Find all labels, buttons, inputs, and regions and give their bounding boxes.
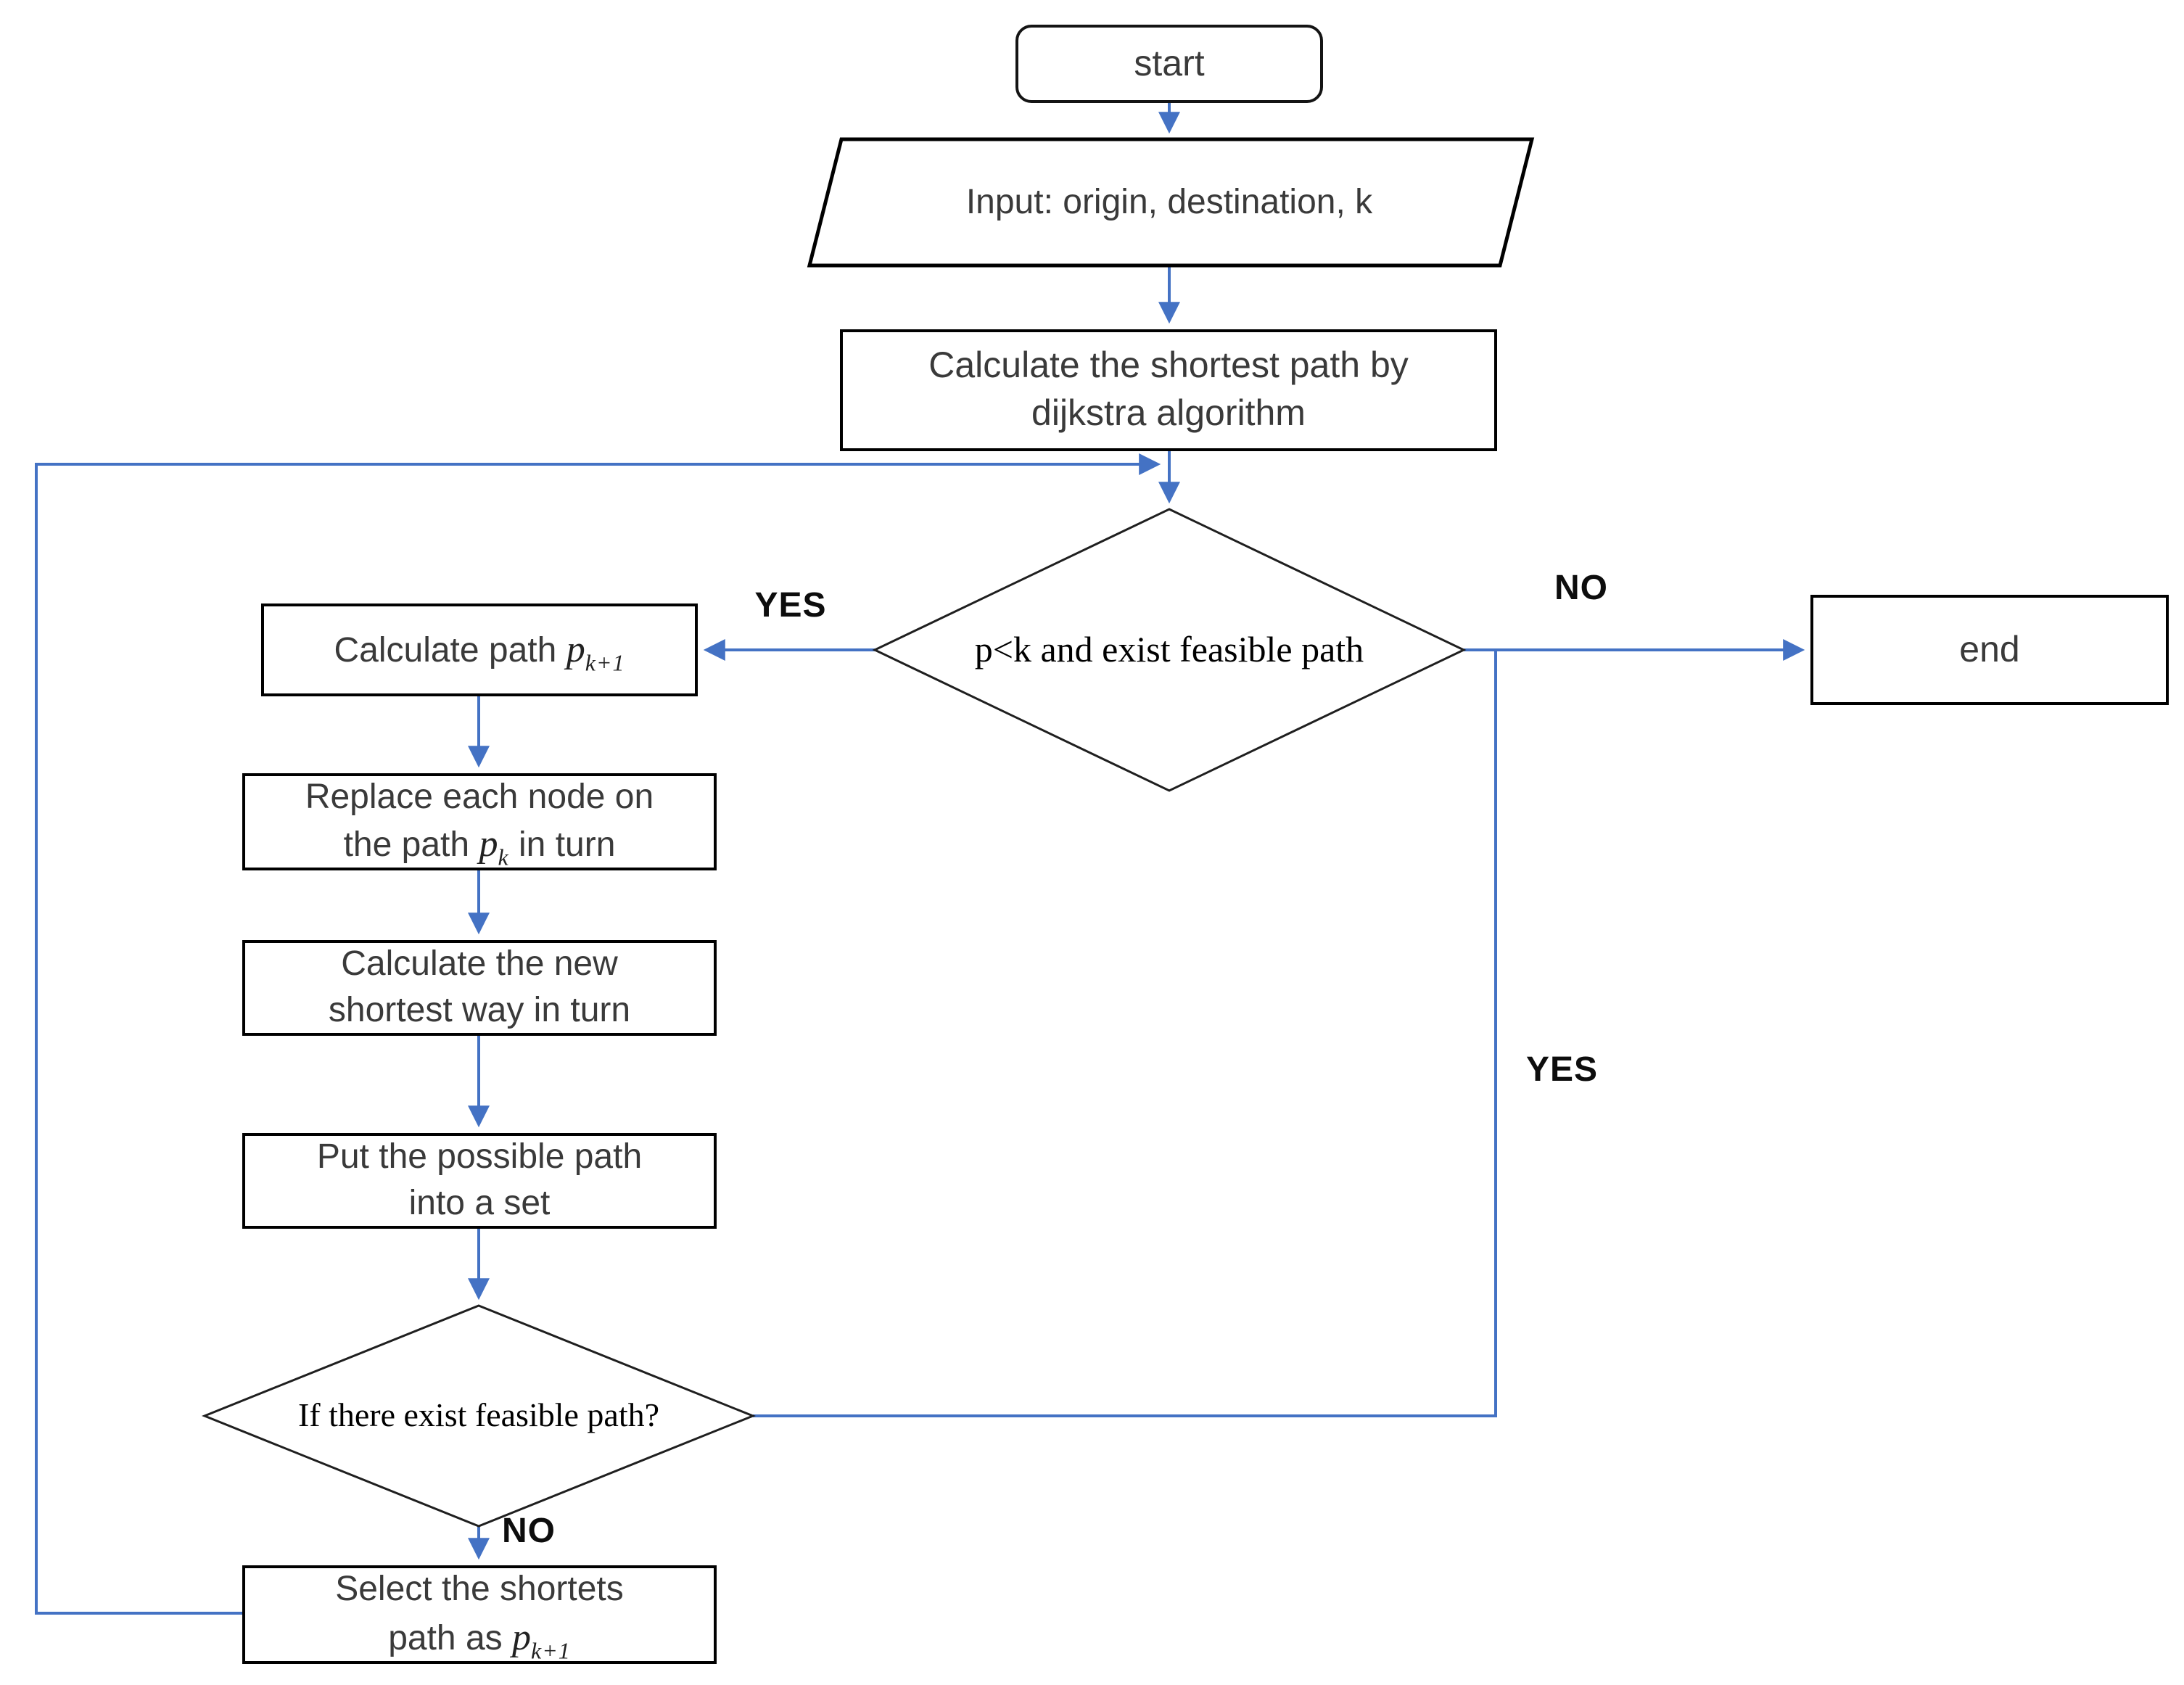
select-var: pk+1	[512, 1615, 571, 1663]
select-var-base: p	[512, 1615, 531, 1658]
end-label: end	[1959, 629, 2020, 670]
select-line1: Select the shortets	[335, 1570, 624, 1610]
decision1-label: p<k and exist feasible path	[974, 630, 1364, 670]
calc-path-node: Calculate path pk+1	[261, 603, 698, 696]
line-decision2-yes-loop-up	[753, 651, 1497, 1417]
replace-line2-prefix: the path	[343, 825, 479, 865]
replace-line1: Replace each node on	[305, 777, 654, 817]
select-node: Select the shortets path as pk+1	[242, 1565, 717, 1664]
calc-new-label: Calculate the new shortest way in turn	[329, 942, 630, 1034]
select-line2: path as pk+1	[335, 1612, 624, 1663]
put-set-line2: into a set	[408, 1184, 551, 1223]
input-parallelogram-shape	[807, 137, 1535, 268]
calc-path-var: pk+1	[566, 627, 625, 675]
decision2-node: If there exist feasible path?	[212, 1306, 746, 1526]
end-node: end	[1810, 595, 2169, 705]
decision1-node: p<k and exist feasible path	[889, 509, 1449, 791]
decision1-yes-label: YES	[754, 586, 827, 625]
replace-node: Replace each node on the path pk in turn	[242, 773, 717, 870]
replace-var: pk	[479, 823, 508, 870]
replace-label: Replace each node on the path pk in turn	[305, 774, 654, 870]
input-node: Input: origin, destination, k	[834, 139, 1504, 265]
replace-var-sub: k	[498, 846, 509, 871]
decision2-label: If there exist feasible path?	[297, 1396, 660, 1433]
replace-var-base: p	[479, 823, 498, 865]
calc-path-var-base: p	[566, 627, 585, 670]
select-var-sub: k+1	[531, 1639, 571, 1664]
decision1-no-label: NO	[1554, 569, 1608, 608]
replace-line2: the path pk in turn	[305, 820, 654, 870]
select-label: Select the shortets path as pk+1	[335, 1567, 624, 1663]
arrow-select-feedback-loop	[35, 453, 1161, 1615]
start-node: start	[1015, 25, 1323, 103]
put-set-label: Put the possible path into a set	[317, 1135, 642, 1227]
calc-new-node: Calculate the new shortest way in turn	[242, 940, 717, 1036]
calc-path-label: Calculate path pk+1	[334, 625, 625, 675]
start-label: start	[1134, 43, 1205, 83]
decision2-diamond-shape	[201, 1304, 757, 1528]
replace-line2-suffix: in turn	[508, 825, 616, 865]
dijkstra-label: Calculate the shortest path by dijkstra …	[928, 342, 1409, 438]
calc-new-line2: shortest way in turn	[328, 991, 631, 1030]
calc-new-line1: Calculate the new	[341, 944, 618, 984]
decision2-yes-label: YES	[1526, 1050, 1599, 1089]
select-line2-prefix: path as	[388, 1618, 512, 1658]
dijkstra-line2: dijkstra algorithm	[1031, 393, 1306, 434]
decision2-no-label: NO	[502, 1512, 556, 1551]
calc-path-text: Calculate path	[334, 630, 566, 670]
decision1-diamond-shape	[872, 508, 1467, 792]
input-label: Input: origin, destination, k	[965, 182, 1373, 222]
calc-path-var-sub: k+1	[585, 651, 625, 677]
put-set-line1: Put the possible path	[316, 1137, 643, 1177]
put-set-node: Put the possible path into a set	[242, 1133, 717, 1229]
dijkstra-line1: Calculate the shortest path by	[928, 345, 1409, 386]
dijkstra-node: Calculate the shortest path by dijkstra …	[840, 329, 1497, 451]
